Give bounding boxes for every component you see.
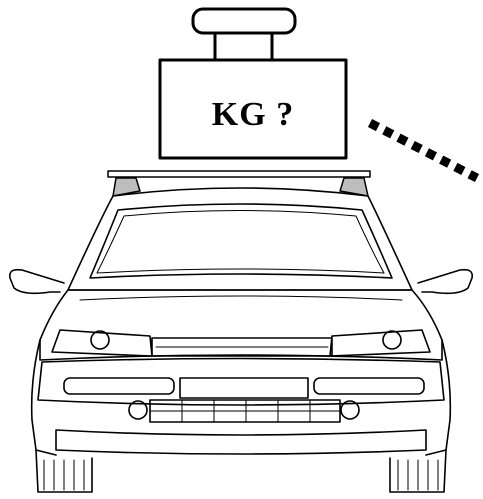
front-spoiler bbox=[56, 430, 426, 454]
car bbox=[10, 188, 473, 492]
headlight-left bbox=[52, 330, 152, 356]
mirror-right bbox=[418, 270, 472, 294]
roof-rack-bar bbox=[108, 171, 370, 177]
headlight-right-lamp bbox=[383, 331, 401, 349]
body-right-side bbox=[426, 340, 450, 455]
bumper-insert-left bbox=[64, 378, 174, 394]
hood-crease bbox=[80, 296, 402, 300]
headlight-left-lamp bbox=[91, 331, 109, 349]
wheel-left-tread bbox=[44, 460, 84, 490]
wheel-right-tread bbox=[398, 460, 438, 490]
headlight-right bbox=[330, 330, 430, 356]
weight-neck bbox=[215, 33, 272, 60]
weight-label: KG ? bbox=[212, 96, 294, 133]
weight-handle bbox=[193, 9, 295, 33]
windshield-inner bbox=[97, 211, 384, 274]
lower-intake-slats bbox=[150, 400, 340, 422]
body-left-side bbox=[32, 340, 56, 455]
mirror-left bbox=[10, 270, 64, 294]
weight bbox=[160, 9, 346, 158]
dotted-leader-line bbox=[370, 123, 477, 178]
license-plate bbox=[180, 378, 308, 398]
bumper-insert-right bbox=[314, 378, 424, 394]
